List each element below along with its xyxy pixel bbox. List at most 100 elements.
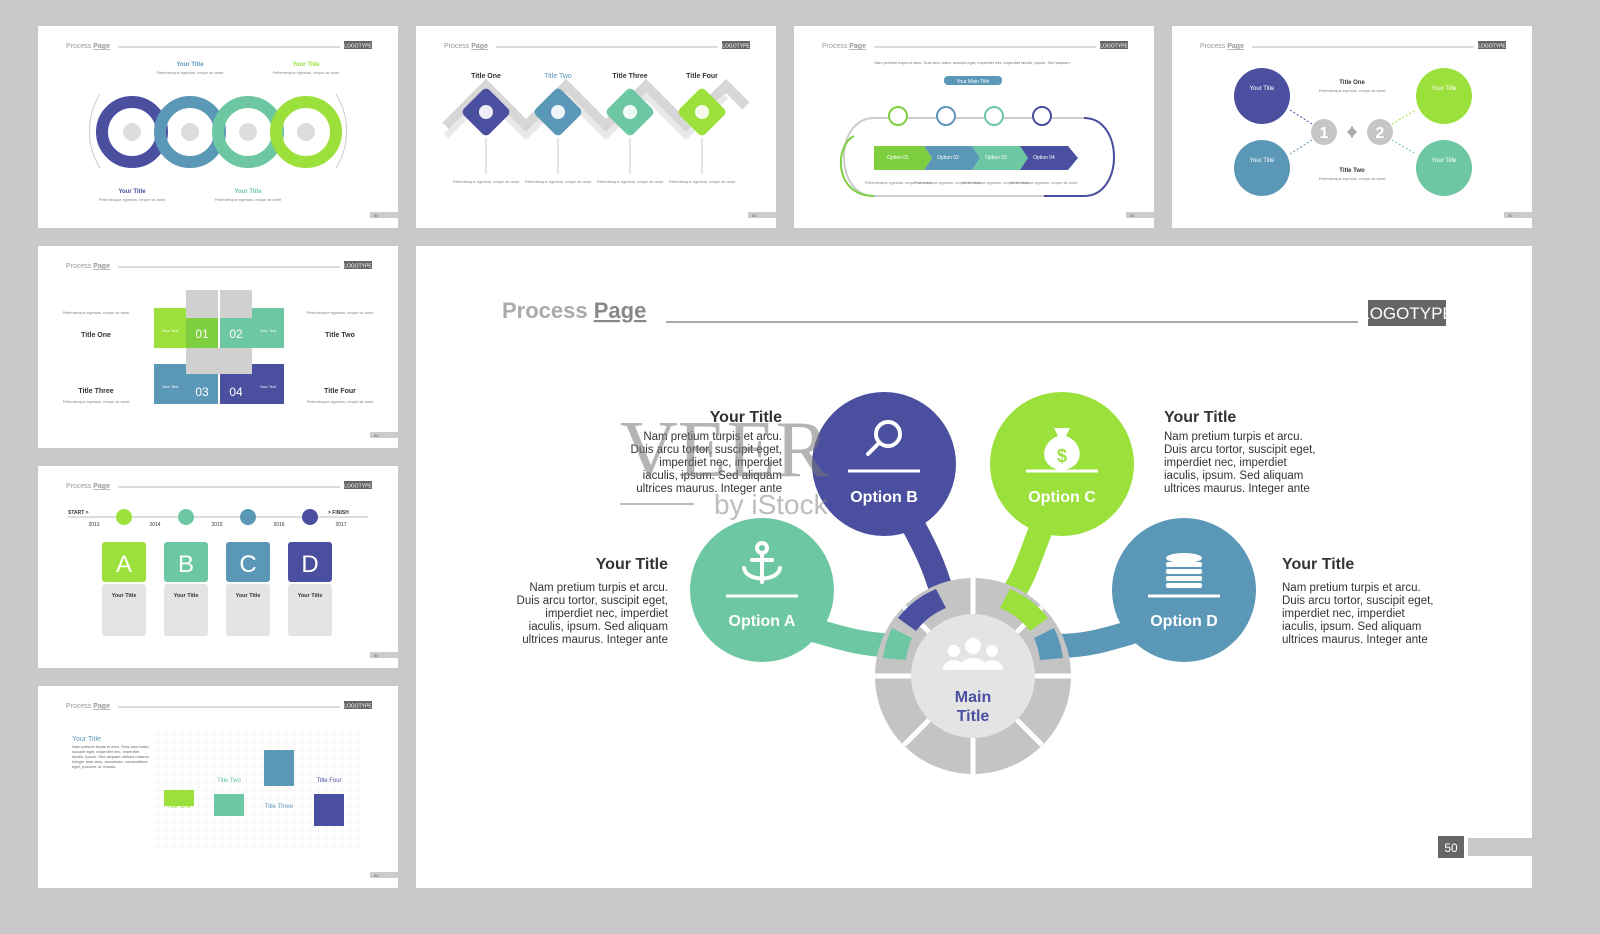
hub-segment-b — [898, 589, 946, 631]
svg-text:Your Title: Your Title — [596, 556, 668, 573]
slide-thumb-5[interactable]: Process Page LOGOTYPE 01 02 03 04 Your T… — [38, 246, 398, 448]
svg-text:imperdiet nec, imperdiet: imperdiet nec, imperdiet — [659, 457, 783, 469]
svg-text:LOGOTYPE: LOGOTYPE — [1478, 44, 1506, 50]
svg-text:50: 50 — [374, 653, 379, 658]
svg-text:Your Title: Your Title — [176, 62, 204, 68]
svg-text:Duis arcu tortor, suscipit ege: Duis arcu tortor, suscipit eget, — [1282, 595, 1433, 607]
option-c-label: Option C — [1028, 489, 1096, 506]
svg-text:04: 04 — [229, 385, 243, 399]
hub-segment-a — [883, 628, 912, 660]
svg-text:02: 02 — [229, 327, 243, 341]
main-slide-canvas: Process Page LOGOTYPE $ Option A Option … — [502, 298, 1532, 858]
thumb-page-number: 50 — [374, 213, 379, 218]
svg-text:Pellentesque egestas, neque si: Pellentesque egestas, neque sit amet — [1319, 176, 1387, 181]
slide-thumb-6[interactable]: Process Page LOGOTYPE START > > FINISH 2… — [38, 466, 398, 668]
svg-text:Process Page: Process Page — [444, 43, 488, 50]
svg-text:Your Title: Your Title — [1250, 158, 1275, 164]
svg-text:Option 04: Option 04 — [1033, 155, 1055, 161]
svg-text:2014: 2014 — [149, 522, 160, 528]
svg-text:Process Page: Process Page — [66, 43, 110, 50]
svg-text:Your Title: Your Title — [234, 189, 262, 195]
option-a-circle[interactable] — [690, 518, 834, 662]
svg-text:Your Title: Your Title — [1432, 158, 1457, 164]
svg-text:Pellentesque egestas, neque si: Pellentesque egestas, neque sit amet — [963, 180, 1031, 185]
svg-text:Process Page: Process Page — [66, 263, 110, 270]
slide-thumb-7[interactable]: Process Page LOGOTYPE Your Title Nam pre… — [38, 686, 398, 888]
money-bag-icon — [888, 106, 908, 126]
money-bag-icon — [479, 105, 493, 119]
circle-2 — [1234, 140, 1290, 196]
slide-thumb-2[interactable]: Process Page LOGOTYPE Title One Title Tw… — [416, 26, 776, 228]
slide-thumb-3-canvas: Process Page LOGOTYPE Nam pretium turpis… — [822, 41, 1154, 218]
svg-text:Your Text: Your Text — [162, 384, 179, 389]
svg-text:Your Title: Your Title — [1282, 556, 1354, 573]
svg-text:Pellentesque egestas, neque si: Pellentesque egestas, neque sit amet — [273, 70, 341, 75]
svg-text:imperdiet nec, imperdiet: imperdiet nec, imperdiet — [545, 608, 669, 620]
option-b-circle[interactable] — [812, 392, 956, 536]
flask-icon — [551, 105, 565, 119]
svg-text:Pellentesque egestas, neque si: Pellentesque egestas, neque sit amet — [453, 179, 521, 184]
page-title: Process Page — [502, 298, 646, 323]
option-d-label: Option D — [1150, 613, 1218, 630]
svg-text:ultrices maurus. Integer ante: ultrices maurus. Integer ante — [1164, 483, 1310, 495]
svg-text:2013: 2013 — [88, 522, 99, 528]
svg-text:Pellentesque egestas, neque si: Pellentesque egestas, neque sit amet — [1011, 180, 1079, 185]
slide-thumb-4[interactable]: Process Page LOGOTYPE Your Title Your Ti… — [1172, 26, 1532, 228]
svg-text:2: 2 — [1376, 125, 1385, 142]
svg-text:Process Page: Process Page — [66, 703, 110, 710]
svg-text:iaculis, ipsum. Sed aliquam: iaculis, ipsum. Sed aliquam — [1282, 621, 1421, 633]
thumb-header-page: Page — [93, 43, 110, 50]
svg-text:Pellentesque egestas, neque si: Pellentesque egestas, neque sit amet — [669, 179, 737, 184]
svg-text:START >: START > — [68, 510, 89, 516]
svg-text:Title One: Title One — [1339, 80, 1365, 86]
svg-text:01: 01 — [195, 327, 209, 341]
logo-box — [1368, 300, 1446, 326]
pencil-icon — [297, 123, 315, 141]
anchor-icon — [239, 123, 257, 141]
svg-text:D: D — [301, 551, 318, 578]
svg-text:50: 50 — [374, 433, 379, 438]
svg-text:Nam pretium turpis et arcu.: Nam pretium turpis et arcu. — [1282, 582, 1421, 594]
main-title-line2: Title — [957, 708, 990, 725]
svg-text:Title Four: Title Four — [324, 388, 356, 395]
hub-segment-d — [1034, 628, 1063, 660]
svg-text:ultrices maurus. Integer ante: ultrices maurus. Integer ante — [1282, 634, 1428, 646]
option-a-label: Option A — [729, 613, 796, 630]
svg-text:iaculis, ipsum. Sed aliquam: iaculis, ipsum. Sed aliquam — [643, 470, 782, 482]
main-title-line1: Main — [955, 689, 991, 706]
option-d-circle[interactable] — [1112, 518, 1256, 662]
svg-text:C: C — [239, 551, 256, 578]
magnifier-icon — [302, 509, 318, 525]
svg-text:iaculis, ipsum. Sed aliquam: iaculis, ipsum. Sed aliquam — [529, 621, 668, 633]
svg-text:Nam pretium turpis et arcu. Du: Nam pretium turpis et arcu. Duis arcu to… — [874, 60, 1070, 65]
svg-text:Your Title: Your Title — [118, 189, 146, 195]
anchor-icon — [742, 541, 782, 584]
svg-text:Process Page: Process Page — [822, 43, 866, 50]
slide-thumb-1-canvas: Process Page LOGOTYPE Your Title Pellent… — [66, 41, 398, 218]
svg-text:Your Text: Your Text — [162, 328, 179, 333]
svg-text:> FINISH: > FINISH — [328, 510, 349, 516]
svg-text:2016: 2016 — [273, 522, 284, 528]
option-b-label: Option B — [850, 489, 918, 506]
svg-text:ultrices maurus. Integer ante: ultrices maurus. Integer ante — [522, 634, 668, 646]
calendar-icon — [1032, 106, 1052, 126]
main-slide[interactable]: Process Page LOGOTYPE $ Option A Option … — [416, 246, 1532, 888]
slide-thumb-1[interactable]: Process Page LOGOTYPE Your Title Pellent… — [38, 26, 398, 228]
svg-text:Title Three: Title Three — [612, 73, 647, 80]
money-bag-icon: $ — [1044, 428, 1080, 470]
text-block-b: Your Title Nam pretium turpis et arcu. D… — [631, 409, 783, 495]
svg-text:Title Two: Title Two — [325, 332, 355, 339]
svg-text:Process Page: Process Page — [1200, 43, 1244, 50]
slide-thumb-3[interactable]: Process Page LOGOTYPE Nam pretium turpis… — [794, 26, 1154, 228]
svg-text:$: $ — [1057, 446, 1067, 466]
svg-text:Your Title: Your Title — [112, 593, 137, 599]
slide-thumb-6-canvas: Process Page LOGOTYPE START > > FINISH 2… — [66, 481, 398, 658]
magnifier-icon — [623, 105, 637, 119]
svg-text:ultrices maurus. Integer ante: ultrices maurus. Integer ante — [636, 483, 782, 495]
svg-text:Nam pretium turpis et arcu.: Nam pretium turpis et arcu. — [643, 431, 782, 443]
main-title-pill — [944, 76, 1002, 85]
svg-text:Your Title: Your Title — [298, 593, 323, 599]
svg-text:VEER: VEER — [620, 406, 830, 494]
circle-1 — [1234, 68, 1290, 124]
logo: LOGOTYPE — [1360, 304, 1454, 323]
